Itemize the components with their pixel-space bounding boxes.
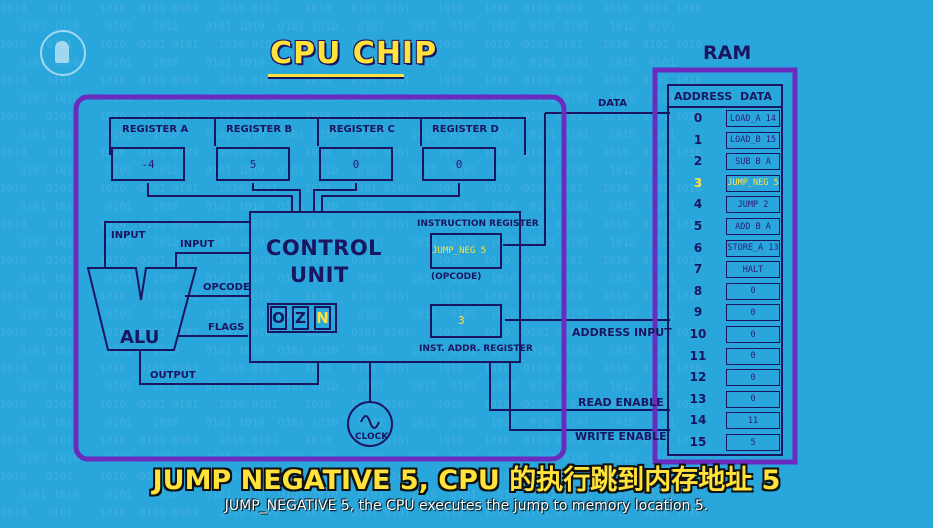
control-unit-label-line2: UNIT: [290, 263, 349, 287]
ram-header-data: DATA: [740, 90, 772, 103]
flag-negative: N: [314, 306, 331, 330]
ram-header-address: ADDRESS: [674, 90, 733, 103]
read-enable-label: READ ENABLE: [578, 396, 664, 409]
instruction-register-value: JUMP_NEG 5: [432, 246, 487, 256]
ram-data-2: SUB B A: [726, 153, 780, 171]
inst-addr-register-label: INST. ADDR. REGISTER: [419, 344, 533, 354]
flag-zero: Z: [292, 306, 309, 330]
ram-address-14: 14: [689, 413, 707, 428]
ram-data-3: JUMP_NEG 5: [726, 174, 780, 192]
inst-addr-register-value: 3: [458, 314, 465, 327]
alu-input-2-label: INPUT: [180, 239, 215, 250]
title-underline: [268, 74, 404, 79]
alu-input-2-wire: [175, 252, 250, 268]
ram-address-2: 2: [693, 154, 703, 169]
control-unit-box: [249, 211, 521, 363]
ram-data-15: 5: [726, 434, 780, 451]
ram-address-13: 13: [689, 391, 707, 406]
cpu-chip-title: CPU CHIP: [270, 36, 438, 71]
ram-address-11: 11: [689, 348, 707, 363]
clock-circle: [347, 401, 393, 447]
clock-sine: [360, 415, 380, 429]
ram-address-6: 6: [693, 240, 703, 255]
subtitle-english: JUMP_NEGATIVE 5, the CPU executes the ju…: [224, 498, 709, 514]
ram-address-5: 5: [693, 219, 703, 233]
alu-output-wire: [139, 350, 319, 385]
reg-b-to-cu-wire: [252, 183, 301, 212]
cpu-chip-outline: [73, 94, 567, 462]
ram-data-1: LOAD_B 15: [726, 131, 780, 149]
opcode-label: (OPCODE): [431, 272, 482, 282]
subtitle-chinese: JUMP NEGATIVE 5, CPU 的执行跳到内存地址 5: [152, 465, 781, 496]
ram-data-10: 0: [726, 326, 780, 343]
write-enable-label: WRITE ENABLE: [575, 430, 667, 443]
ram-address-1: 1: [693, 132, 703, 147]
ram-data-5: ADD B A: [726, 218, 780, 235]
ram-data-9: 0: [726, 304, 780, 322]
ram-address-4: 4: [693, 197, 703, 212]
ram-data-7: HALT: [726, 261, 780, 279]
ram-table-border: [667, 84, 783, 456]
register-b-value: 5: [216, 147, 290, 181]
read-enable-wire: [489, 362, 670, 411]
ir-box: [430, 233, 502, 269]
ram-address-0: 0: [693, 111, 703, 125]
ram-address-3: 3: [693, 175, 703, 190]
pbs-logo-icon: [40, 30, 86, 76]
ram-address-10: 10: [689, 327, 707, 341]
register-c-label: REGISTER C: [329, 124, 395, 135]
data-to-ir-wire: [503, 113, 546, 246]
ram-address-12: 12: [689, 370, 707, 385]
ram-address-7: 7: [693, 262, 703, 277]
ram-data-8: 0: [726, 282, 780, 300]
register-b-label: REGISTER B: [226, 124, 293, 135]
register-a-label: REGISTER A: [122, 124, 189, 135]
reg-c-to-cu-wire: [313, 183, 357, 212]
alu-input-1-wire: [104, 221, 250, 268]
ram-data-6: STORE_A 13: [726, 239, 780, 257]
ram-title: RAM: [703, 42, 752, 64]
alu-opcode-label: OPCODE: [203, 282, 250, 293]
reg-d-to-cu-wire: [321, 183, 460, 212]
write-enable-wire: [509, 362, 670, 431]
alu-output-label: OUTPUT: [150, 370, 196, 381]
flags-box: [267, 303, 337, 333]
data-bus-label: DATA: [598, 98, 628, 109]
alu-label: ALU: [120, 327, 160, 348]
ram-address-8: 8: [693, 283, 703, 298]
alu-input-1-label: INPUT: [111, 230, 146, 241]
iar-box: [430, 304, 502, 338]
alu-shape: [86, 267, 198, 351]
alu-flags-label: FLAGS: [208, 322, 245, 333]
ram-address-9: 9: [693, 305, 703, 320]
ram-data-0: LOAD_A 14: [726, 110, 780, 127]
address-input-label: ADDRESS INPUT: [572, 326, 672, 339]
ram-data-12: 0: [726, 369, 780, 387]
instruction-register-label: INSTRUCTION REGISTER: [417, 219, 539, 229]
control-unit-label-line1: CONTROL: [266, 236, 383, 260]
flag-overflow: O: [270, 306, 287, 330]
register-rail-drops: [214, 118, 422, 146]
ram-address-15: 15: [689, 435, 707, 449]
ram-outline: [652, 67, 798, 465]
register-d-label: REGISTER D: [432, 124, 499, 135]
register-a-value: -4: [111, 147, 185, 181]
clock-label: CLOCK: [355, 432, 389, 442]
ram-data-4: JUMP 2: [726, 196, 780, 214]
reg-a-to-cu-wire: [147, 183, 293, 212]
register-c-value: 0: [319, 147, 393, 181]
ram-data-13: 0: [726, 390, 780, 408]
ram-data-11: 0: [726, 347, 780, 365]
register-d-value: 0: [422, 147, 496, 181]
ram-data-14: 11: [726, 412, 780, 430]
